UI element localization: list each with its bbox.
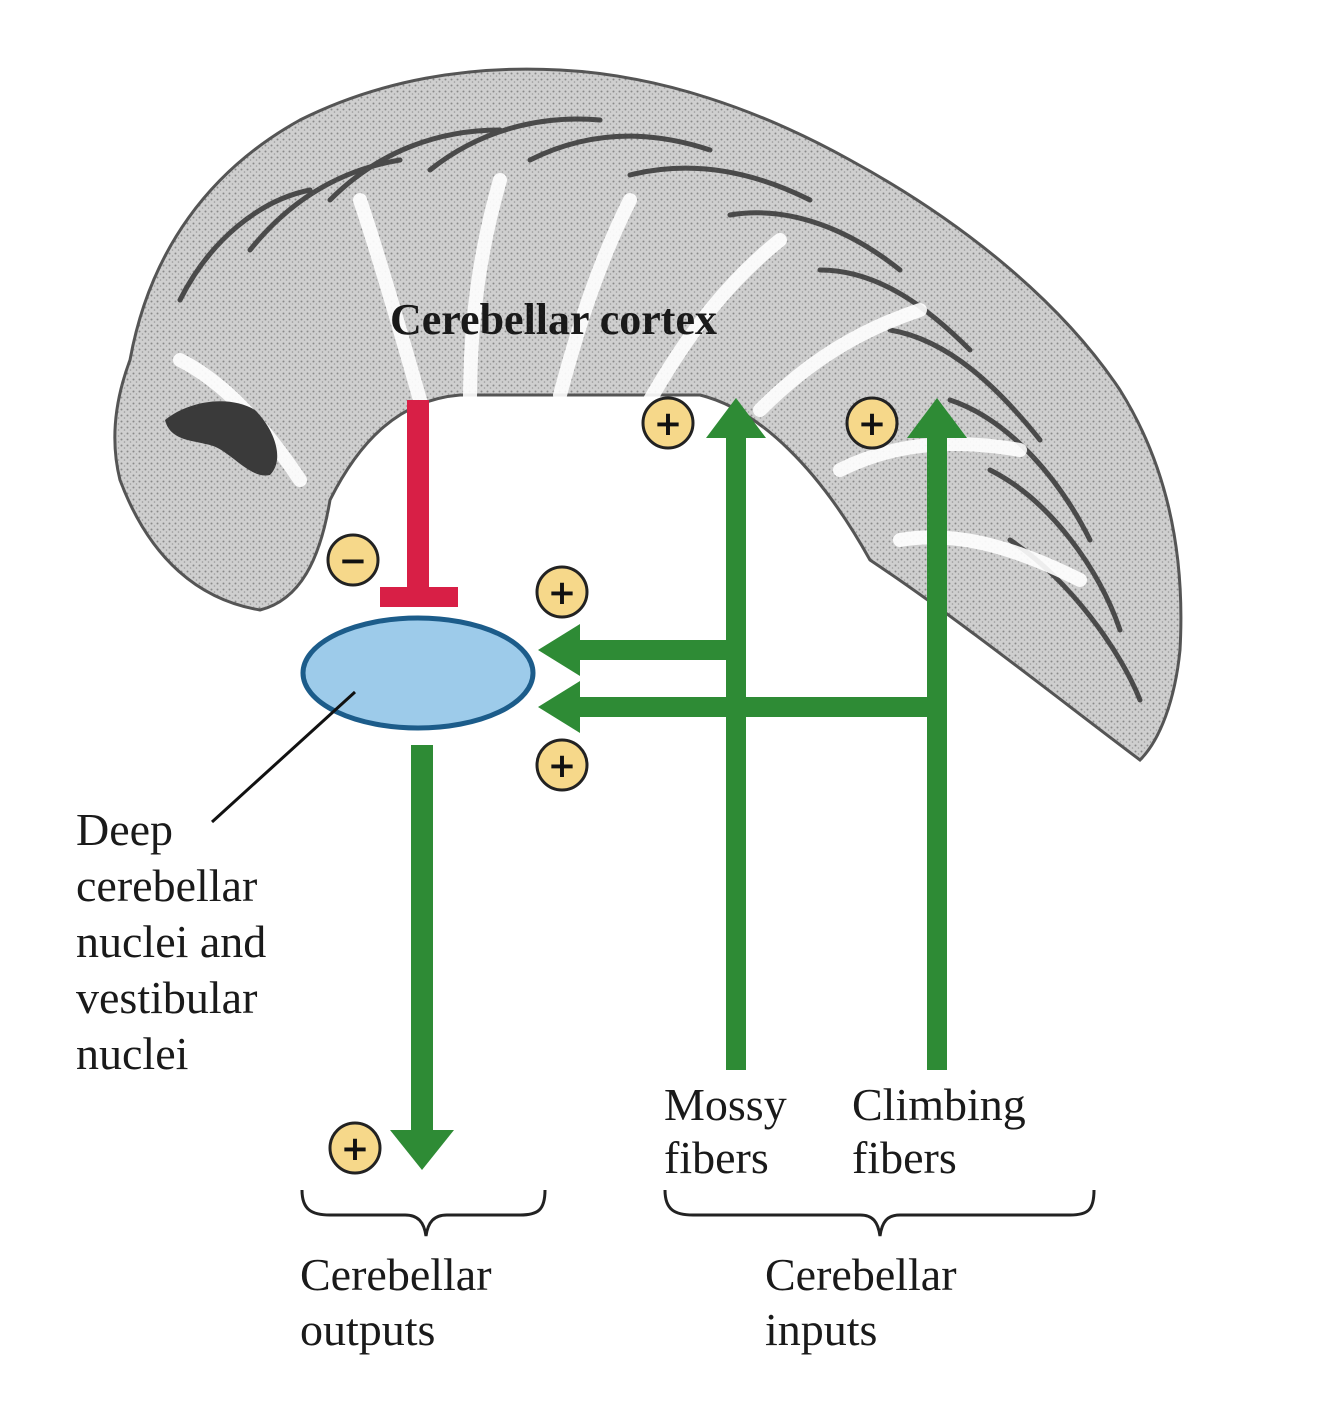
deep-cerebellar-nucleus [300, 615, 536, 731]
mossy-collateral-arrow [538, 624, 735, 676]
cerebellar-cortex-illustration [113, 67, 1183, 762]
inhibitory-purkinje-projection [380, 400, 458, 607]
svg-text:fibers: fibers [852, 1132, 957, 1183]
svg-text:+: + [548, 573, 577, 613]
svg-text:Cerebellar: Cerebellar [765, 1249, 957, 1300]
fourth-ventricle-shadow [165, 401, 278, 476]
plus-badge-mossy-fiber: + [641, 396, 695, 450]
inputs-brace [663, 1189, 1096, 1237]
cerebellar-outputs-label: Cerebellar outputs [300, 1249, 492, 1355]
nucleus-label: Deep cerebellar nuclei and vestibular nu… [76, 804, 266, 1079]
mossy-fiber-arrow [706, 398, 766, 1070]
svg-text:inputs: inputs [765, 1304, 877, 1355]
plus-badge-output: + [328, 1121, 382, 1175]
plus-badge-mossy-collateral: + [535, 565, 589, 619]
svg-text:cerebellar: cerebellar [76, 860, 257, 911]
svg-text:Cerebellar: Cerebellar [300, 1249, 492, 1300]
svg-text:+: + [654, 404, 683, 444]
svg-text:−: − [339, 541, 368, 581]
svg-text:Climbing: Climbing [852, 1079, 1026, 1130]
svg-text:+: + [341, 1129, 370, 1169]
svg-text:+: + [858, 404, 887, 444]
mossy-fibers-label: Mossy fibers [664, 1079, 787, 1183]
plus-badge-climbing-collateral: + [535, 738, 589, 792]
climbing-fiber-arrow [907, 398, 967, 1070]
climbing-fibers-label: Climbing fibers [852, 1079, 1026, 1183]
svg-text:+: + [548, 746, 577, 786]
svg-text:nuclei: nuclei [76, 1028, 188, 1079]
cerebellar-inputs-label: Cerebellar inputs [765, 1249, 957, 1355]
svg-text:nuclei and: nuclei and [76, 916, 266, 967]
svg-text:Mossy: Mossy [664, 1079, 787, 1130]
svg-text:Deep: Deep [76, 804, 173, 855]
svg-text:outputs: outputs [300, 1304, 435, 1355]
cortex-outer-shape [113, 67, 1183, 762]
minus-badge: − [326, 533, 380, 587]
svg-text:fibers: fibers [664, 1132, 769, 1183]
nucleus-pointer-line [210, 690, 357, 824]
output-arrow [390, 745, 454, 1170]
svg-text:vestibular: vestibular [76, 972, 257, 1023]
plus-badge-climbing-fiber: + [845, 396, 899, 450]
climbing-collateral-arrow [538, 681, 940, 733]
outputs-brace [300, 1189, 547, 1237]
cortex-title: Cerebellar cortex [390, 295, 717, 344]
